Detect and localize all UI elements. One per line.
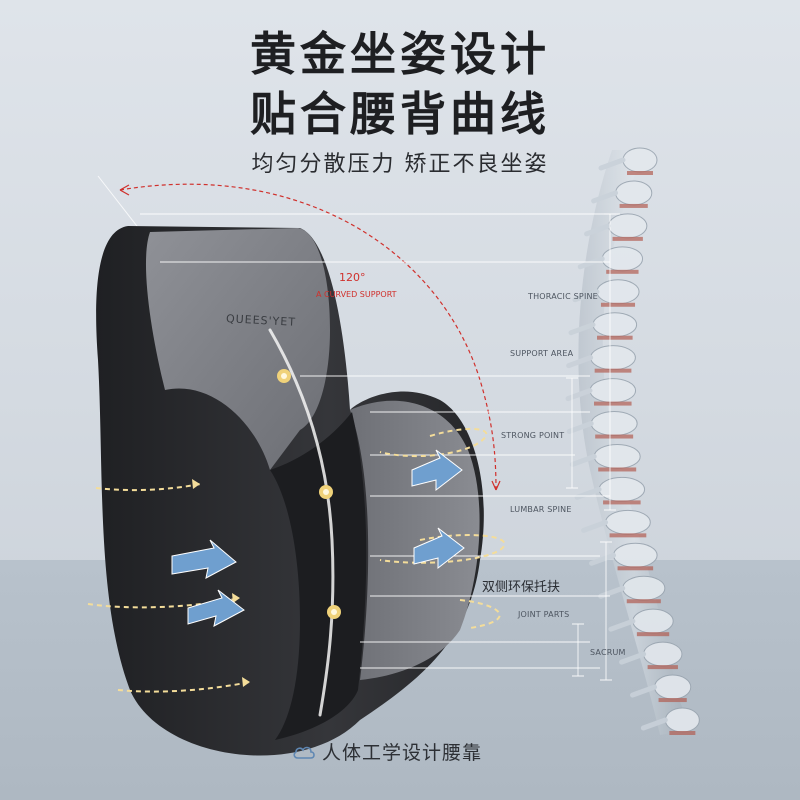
spinous-process xyxy=(589,552,617,566)
vertebra xyxy=(608,213,648,239)
vertebra xyxy=(632,608,674,634)
vertebra xyxy=(613,542,658,568)
disc xyxy=(606,269,639,274)
disc xyxy=(669,731,696,735)
spinous-process xyxy=(566,355,594,369)
label-thoracic: THORACIC SPINE xyxy=(528,292,598,301)
disc xyxy=(627,171,653,175)
label-sacrum: SACRUM xyxy=(590,648,626,657)
vertebra xyxy=(605,509,651,535)
disc xyxy=(600,302,636,307)
disc xyxy=(603,500,641,505)
lumbar-cushion xyxy=(96,226,484,756)
disc xyxy=(597,335,633,340)
headline-line-2: 贴合腰背曲线 xyxy=(250,87,550,141)
label-support-area: SUPPORT AREA xyxy=(510,349,574,358)
pressure-arrows xyxy=(171,449,465,627)
vertebra xyxy=(596,279,640,305)
disc xyxy=(619,203,648,208)
vertebra xyxy=(622,147,658,173)
vertebra xyxy=(615,180,653,206)
disc xyxy=(595,434,634,439)
spine-illustration xyxy=(565,147,700,735)
disc xyxy=(658,698,687,703)
spinous-process xyxy=(608,618,636,632)
spinous-process xyxy=(619,651,647,665)
angle-value: 120° xyxy=(339,271,366,284)
footer: 人体工学设计腰靠 xyxy=(292,738,482,765)
disc xyxy=(612,236,643,241)
vertebra xyxy=(664,707,700,733)
angle-caption: A CURVED SUPPORT xyxy=(316,290,397,299)
vertebra xyxy=(593,443,641,469)
label-lumbar: LUMBAR SPINE xyxy=(510,505,572,514)
vertebra xyxy=(598,476,646,502)
subheadline: 均匀分散压力 矫正不良坐姿 xyxy=(251,152,549,177)
spinous-process xyxy=(598,585,626,599)
footer-text: 人体工学设计腰靠 xyxy=(322,742,483,764)
disc xyxy=(594,368,632,373)
spinous-process xyxy=(581,519,609,533)
spinous-process xyxy=(568,322,596,336)
label-both-side: 双侧环保托扶 xyxy=(482,580,561,595)
disc xyxy=(636,632,670,637)
disc xyxy=(617,566,654,571)
vertebra xyxy=(592,312,638,338)
spinous-process xyxy=(630,684,658,698)
vertebra xyxy=(590,345,636,371)
vertebra xyxy=(654,674,692,700)
spinous-process xyxy=(566,421,594,435)
spinous-process xyxy=(569,453,597,467)
vertebra xyxy=(601,246,644,272)
spinous-process xyxy=(572,289,600,303)
cloud-icon xyxy=(293,746,315,759)
label-strong-point: STRONG POINT xyxy=(501,431,565,440)
disc xyxy=(598,467,637,472)
headline-line-1: 黄金坐姿设计 xyxy=(250,27,550,81)
label-joint: JOINT PARTS xyxy=(518,610,570,619)
vertebra xyxy=(589,378,637,404)
spinous-process xyxy=(598,157,626,171)
curve-arc xyxy=(119,183,497,491)
disc xyxy=(609,533,647,538)
spinous-process xyxy=(640,717,668,731)
disc xyxy=(647,665,678,670)
spinous-process xyxy=(584,223,612,237)
disc xyxy=(594,401,632,406)
vertebra xyxy=(643,641,683,667)
vertebra xyxy=(622,575,666,601)
spinous-process xyxy=(577,256,605,270)
vertebra xyxy=(590,411,638,437)
spinous-process xyxy=(591,190,619,204)
disc xyxy=(626,599,661,604)
